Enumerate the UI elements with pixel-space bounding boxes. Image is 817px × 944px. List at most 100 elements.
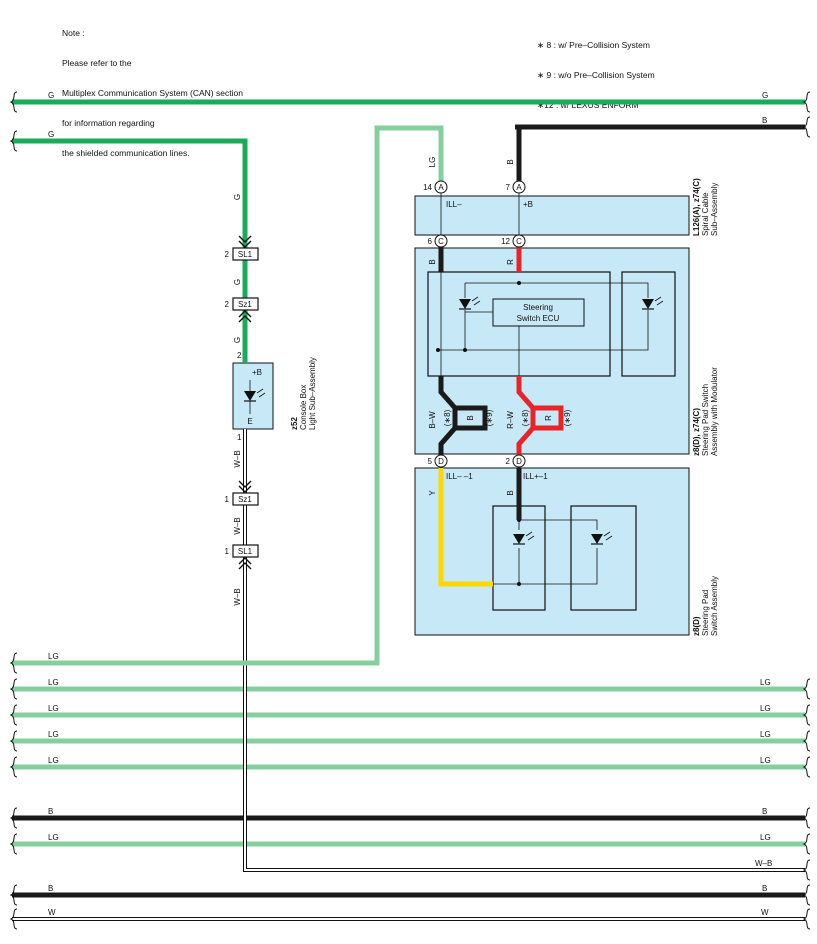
ecu-label-1: Steering (523, 303, 553, 312)
note-ref-9: (∗9) (563, 409, 572, 426)
pin-c6-letter: C (438, 237, 444, 246)
wire-label-lg: LG (428, 157, 437, 168)
console-box-name-2: Light Sub–Assembly (308, 357, 317, 430)
b-wire-b9 (455, 405, 488, 431)
wire-label-y: Y (428, 490, 437, 496)
pin-a7-num: 7 (506, 183, 511, 192)
bus-label-left: W (48, 908, 56, 917)
pin-d2-letter: D (516, 457, 522, 466)
steering-pad-name: z8(D) Steering Pad Switch Assembly (692, 576, 719, 636)
spiral-cable-name-1: Spiral Cable (701, 192, 710, 236)
spiral-cable-box (414, 195, 690, 236)
console-pin-bottom: 1 (237, 433, 242, 442)
inline-connectors (232, 235, 259, 570)
bus-label-right: LG (760, 730, 771, 739)
b-wire-bw (438, 376, 458, 456)
ecu-box (492, 298, 585, 327)
steering-pad-name-2: Switch Assembly (710, 576, 719, 636)
bus-label-left: G (48, 91, 54, 100)
spiral-cable-id: L126(A), z74(C) (692, 178, 701, 236)
wire-label-r: R (506, 259, 515, 265)
pin-c6-num: 6 (428, 237, 433, 246)
bus-label-right: W–B (755, 859, 772, 868)
steering-pad-id: z8(D) (692, 616, 701, 636)
pad-internal-wiring (518, 519, 598, 585)
note-line-2: Multiplex Communication System (CAN) sec… (62, 88, 243, 98)
switch-internal-wiring (438, 282, 649, 376)
steering-switch-box (414, 247, 690, 455)
r-wire-r9 (533, 405, 564, 431)
wire-label-g: G (233, 279, 242, 285)
note-ref-9: (∗9) (485, 409, 494, 426)
wire-label-b: B (506, 159, 515, 164)
bus-label-left: LG (48, 704, 59, 713)
led-icon (459, 296, 481, 310)
legend-block: ∗ 8 : w/ Pre–Collision System ∗ 9 : w/o … (537, 20, 655, 120)
pin-c12-num: 12 (501, 237, 510, 246)
pin-a7-letter: A (516, 183, 522, 192)
conn-sz1-bot-pin: 1 (225, 495, 230, 504)
pin-d5-letter: D (438, 457, 444, 466)
pin-d5-num: 5 (428, 457, 433, 466)
conn-sl1-bot-pin: 1 (225, 547, 230, 556)
wire-label-b: B (428, 259, 437, 264)
bus-label-left: LG (48, 678, 59, 687)
console-pin-top: 2 (237, 351, 242, 360)
wire-label-wb: W–B (233, 517, 242, 534)
led-icon (642, 296, 664, 310)
wire-label-r: R (544, 415, 553, 421)
wire-label-b: B (506, 490, 515, 495)
switch-inner-side (621, 271, 676, 377)
note-title: Note : (62, 28, 85, 38)
note-block: Note : Please refer to the Multiplex Com… (62, 8, 243, 168)
bus-label-right: B (762, 884, 767, 893)
note-line-1: Please refer to the (62, 58, 132, 68)
conn-sz1-top-pin: 2 (225, 300, 230, 309)
note-line-4: the shielded communication lines. (62, 148, 190, 158)
bus-label-left: B (48, 884, 53, 893)
wire-label-g: G (233, 194, 242, 200)
wire-label-g: G (233, 337, 242, 343)
note-ref-8: (∗8) (443, 409, 452, 426)
legend-item-12: ∗12 : w/ LEXUS ENFORM (537, 100, 639, 110)
console-box-id: z52 (290, 417, 299, 430)
bus-label-left: LG (48, 652, 59, 661)
b-wire-spiral (516, 124, 805, 186)
conn-sz1-top-name: Sz1 (238, 300, 252, 309)
console-box-name: z52 Console Box Light Sub–Assembly (290, 357, 317, 430)
pin-circles (434, 180, 526, 468)
pad-inner-right (570, 505, 637, 611)
console-box-name-1: Console Box (299, 385, 308, 430)
ecu-label-2: Switch ECU (517, 314, 560, 323)
console-term-e: E (247, 417, 252, 426)
bus-label-right: LG (760, 678, 771, 687)
bus-label-left: B (48, 807, 53, 816)
console-term-plus-b: +B (252, 368, 262, 377)
pin-a14-letter: A (438, 183, 444, 192)
note-line-3: for information regarding (62, 118, 155, 128)
steering-pad-box (414, 467, 690, 636)
bus-label-left: LG (48, 756, 59, 765)
bus-label-right: LG (760, 756, 771, 765)
wb-wire (243, 429, 805, 872)
legend-item-8: ∗ 8 : w/ Pre–Collision System (537, 40, 650, 50)
pin-c12-letter: C (516, 237, 522, 246)
legend-item-9: ∗ 9 : w/o Pre–Collision System (537, 70, 655, 80)
spiral-cable-name-2: Sub–Assembly (710, 183, 719, 236)
conn-sz1-bot-name: Sz1 (238, 495, 252, 504)
term-ill-minus: ILL– (446, 200, 462, 209)
y-wire-d5 (438, 468, 493, 587)
pin-a14-num: 14 (423, 183, 432, 192)
wire-label-bw: B–W (428, 411, 437, 429)
wire-label-wb: W–B (233, 588, 242, 605)
led-icon (591, 531, 613, 545)
steering-switch-name-2: Assembly with Modulator (710, 367, 719, 456)
term-ill-plus-1: ILL+–1 (523, 472, 548, 481)
bus-label-left: G (48, 130, 54, 139)
conn-sl1-top-pin: 2 (225, 250, 230, 259)
bus-label-right: W (761, 908, 769, 917)
conn-sl1-bot-name: SL1 (238, 547, 253, 556)
bus-label-left: LG (48, 730, 59, 739)
steering-switch-name: z8(D), z74(C) Steering Pad Switch Assemb… (692, 367, 719, 456)
